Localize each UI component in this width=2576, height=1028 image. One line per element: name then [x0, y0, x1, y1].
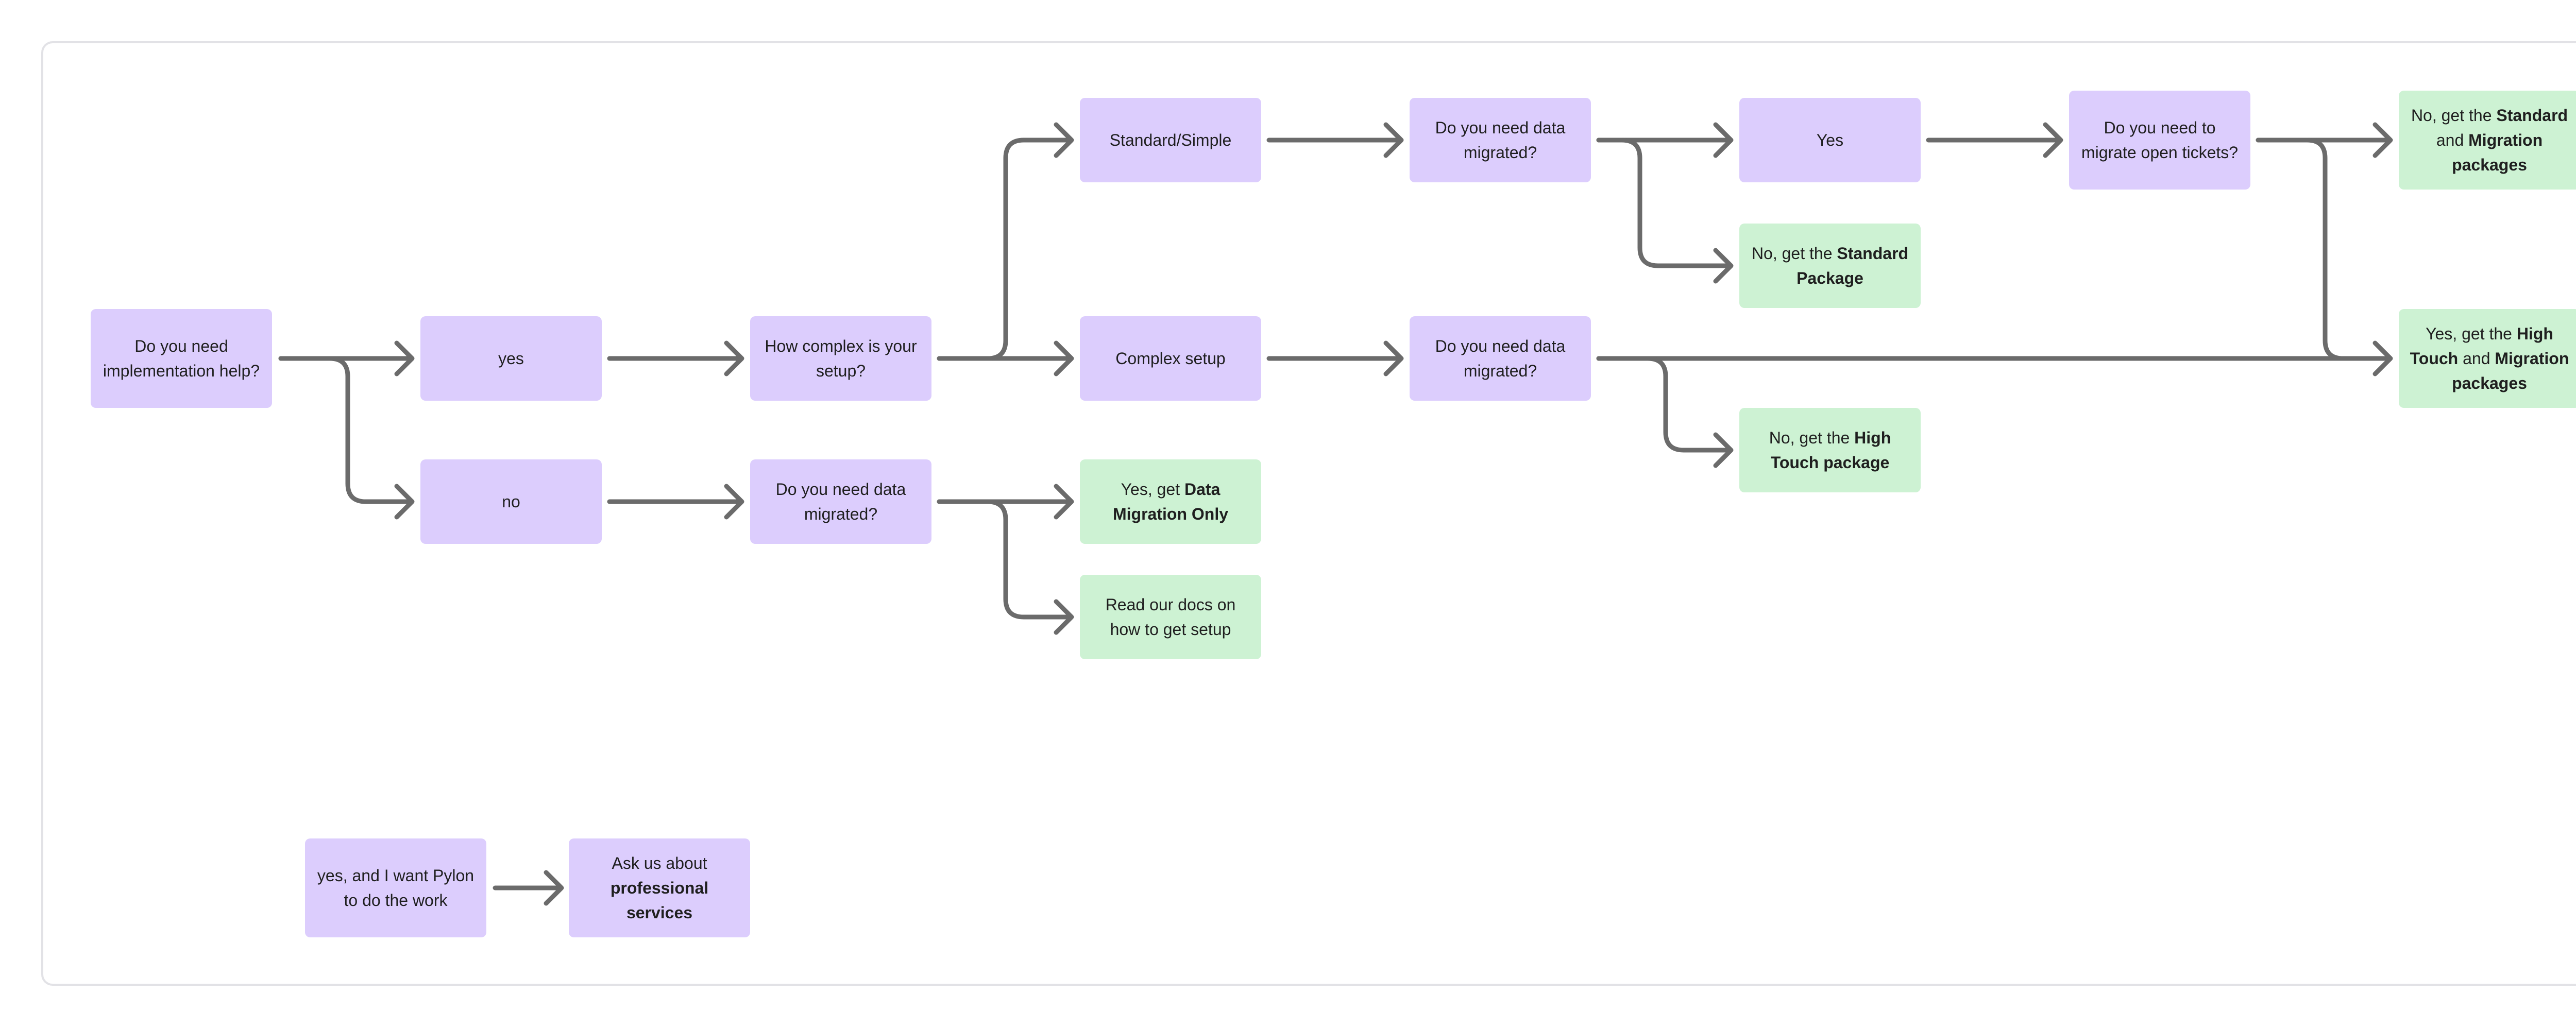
node-label: Yes, get the High Touch and Migration pa…: [2410, 324, 2569, 392]
node-cx-migrate-question: Do you need data migrated?: [1410, 316, 1591, 401]
arrowhead: [1054, 340, 1074, 376]
node-label: Complex setup: [1115, 349, 1226, 368]
node-label: Do you need to migrate open tickets?: [2081, 118, 2239, 162]
node-label: How complex is your setup?: [765, 337, 917, 380]
node-label: Ask us about professional services: [610, 854, 709, 922]
arrowhead: [394, 340, 415, 376]
node-label: no: [502, 492, 520, 511]
arrowhead: [1054, 122, 1074, 158]
node-high-touch-migration-packages: Yes, get the High Touch and Migration pa…: [2399, 309, 2576, 408]
node-std-yes: Yes: [1739, 98, 1921, 182]
connector-impl-to-no: [278, 356, 414, 504]
node-pylon-work: yes, and I want Pylon to do the work: [305, 838, 486, 937]
node-label: Do you need implementation help?: [103, 337, 260, 380]
node-no-branch-migrate-question: Do you need data migrated?: [750, 459, 931, 544]
connector-open-tickets-to-high-touch: [2256, 138, 2392, 361]
node-label: Do you need data migrated?: [1435, 118, 1566, 162]
node-standard-package: No, get the Standard Package: [1739, 224, 1921, 308]
arrowhead: [2043, 122, 2063, 158]
arrowhead: [1713, 248, 1734, 284]
connector-cx-migrate-to-high-touch: [1596, 356, 1733, 453]
node-standard-simple: Standard/Simple: [1080, 98, 1261, 182]
node-implementation-help: Do you need implementation help?: [91, 309, 272, 408]
node-label: yes, and I want Pylon to do the work: [317, 866, 474, 910]
node-no: no: [420, 459, 602, 544]
arrowhead: [1054, 484, 1074, 520]
node-label: yes: [498, 349, 524, 368]
arrowhead: [1383, 122, 1404, 158]
connector-how-complex-to-standard: [937, 138, 1073, 361]
node-high-touch-package: No, get the High Touch package: [1739, 408, 1921, 492]
node-label: Do you need data migrated?: [1435, 337, 1566, 380]
node-yes: yes: [420, 316, 602, 401]
arrowhead: [724, 340, 744, 376]
node-data-migration-only: Yes, get Data Migration Only: [1080, 459, 1261, 544]
connector-std-migrate-to-no: [1596, 138, 1733, 268]
arrowhead: [1383, 340, 1404, 376]
node-label: Read our docs on how to get setup: [1105, 595, 1236, 639]
node-standard-migration-packages: No, get the Standard and Migration packa…: [2399, 91, 2576, 190]
arrowhead: [1054, 599, 1074, 635]
node-label: Do you need data migrated?: [775, 480, 906, 523]
node-label: No, get the Standard and Migration packa…: [2411, 106, 2568, 174]
node-std-migrate-question: Do you need data migrated?: [1410, 98, 1591, 182]
arrowhead: [394, 484, 415, 520]
arrowhead: [2372, 122, 2393, 158]
arrowhead: [544, 870, 564, 906]
node-open-tickets-question: Do you need to migrate open tickets?: [2069, 91, 2250, 190]
node-read-docs: Read our docs on how to get setup: [1080, 575, 1261, 659]
node-label: No, get the High Touch package: [1769, 429, 1891, 472]
arrowhead: [1713, 122, 1734, 158]
node-label: Yes, get Data Migration Only: [1113, 480, 1228, 523]
node-how-complex: How complex is your setup?: [750, 316, 931, 401]
node-label: Standard/Simple: [1109, 131, 1232, 149]
node-label: Yes: [1816, 131, 1844, 149]
connector-migrate-to-docs: [937, 499, 1073, 620]
arrowhead: [1713, 432, 1734, 468]
node-professional-services: Ask us about professional services: [569, 838, 750, 937]
arrowhead: [724, 484, 744, 520]
node-complex-setup: Complex setup: [1080, 316, 1261, 401]
node-label: No, get the Standard Package: [1751, 244, 1909, 287]
